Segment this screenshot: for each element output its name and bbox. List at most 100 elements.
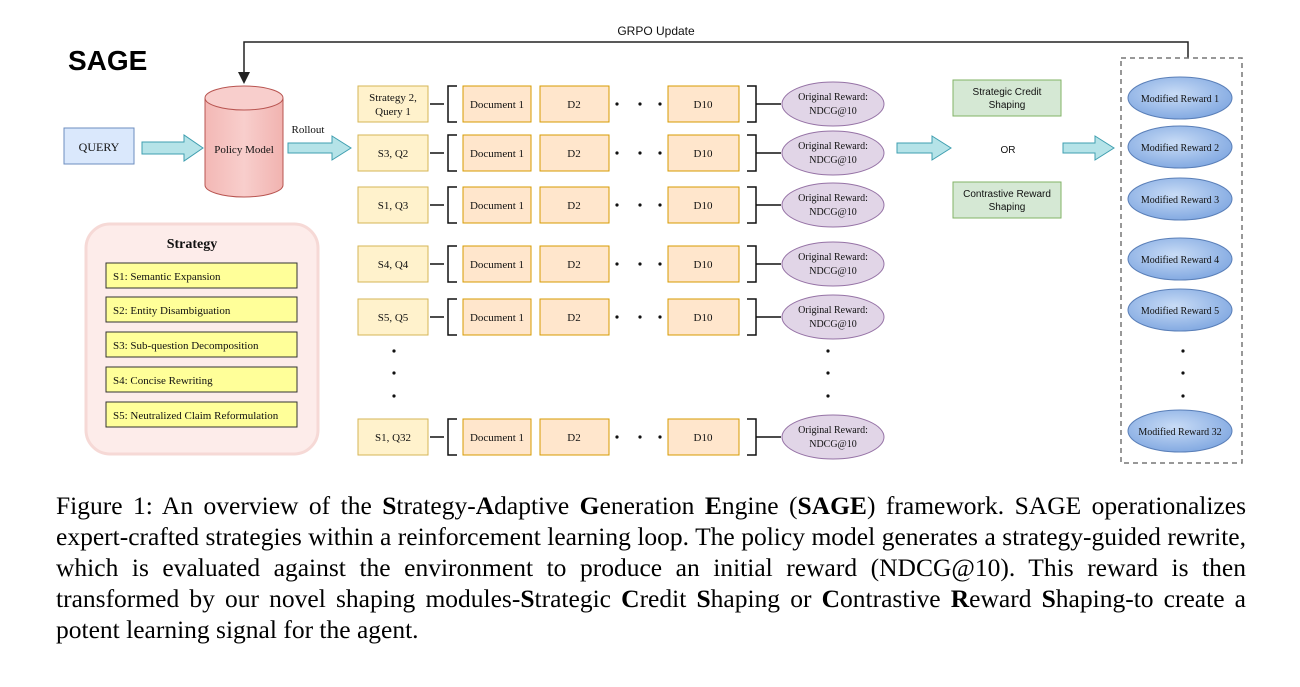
document-2-label: D2 bbox=[567, 432, 580, 444]
document-10-label: D10 bbox=[694, 200, 713, 212]
document-ellipsis-dot bbox=[658, 102, 662, 106]
caption-text-part: ontrastive bbox=[840, 584, 951, 613]
caption-text-part: eneration bbox=[599, 491, 705, 520]
caption-bold-initial: S bbox=[520, 584, 535, 613]
rollout-label-text: S4, Q4 bbox=[378, 259, 409, 271]
rollout-label-box bbox=[357, 245, 429, 283]
document-2-box bbox=[539, 186, 610, 224]
caption-text-part: eward bbox=[969, 584, 1042, 613]
rollout-row: S1, Q32 Document 1 D2 D10 Original Reward: ND… bbox=[357, 414, 885, 460]
original-reward-line2: NDCG@10 bbox=[809, 266, 857, 277]
document-2-label: D2 bbox=[567, 99, 580, 111]
original-reward-ellipse bbox=[781, 130, 885, 176]
document-2-box bbox=[539, 418, 610, 456]
strategy-item-label: S3: Sub-question Decomposition bbox=[113, 340, 259, 352]
document-ellipsis-dot bbox=[615, 151, 619, 155]
rollout-label-box bbox=[357, 186, 429, 224]
original-reward-line1: Original Reward: bbox=[798, 193, 868, 204]
document-ellipsis-dot bbox=[638, 315, 642, 319]
strategic-credit-shaping-box: Strategic Credit Shaping bbox=[952, 79, 1062, 117]
arrow-rewards-to-shaping bbox=[896, 135, 952, 161]
modified-reward-label: Modified Reward 32 bbox=[1138, 427, 1221, 438]
document-ellipsis-dot bbox=[638, 151, 642, 155]
caption-bold-initial: C bbox=[821, 584, 841, 613]
modified-reward-ellipse bbox=[1127, 125, 1233, 169]
original-reward-ellipse bbox=[781, 81, 885, 127]
original-reward-line1: Original Reward: bbox=[798, 425, 868, 436]
caption-prefix: Figure 1: An overview of the bbox=[56, 491, 383, 520]
document-10-label: D10 bbox=[694, 432, 713, 444]
modified-reward-ellipse bbox=[1127, 76, 1233, 120]
document-1-box bbox=[462, 186, 532, 224]
document-10-box bbox=[667, 418, 740, 456]
policy-model-label: Policy Model bbox=[214, 144, 274, 156]
arrow-shaping-to-modified bbox=[1062, 135, 1115, 161]
document-10-label: D10 bbox=[694, 148, 713, 160]
document-1-label: Document 1 bbox=[470, 432, 524, 444]
policy-model-cylinder: Policy Model bbox=[204, 85, 284, 198]
document-1-label: Document 1 bbox=[470, 200, 524, 212]
strategy-item-label: S2: Entity Disambiguation bbox=[113, 305, 231, 317]
strategy-item-label: S4: Concise Rewriting bbox=[113, 375, 213, 387]
document-1-label: Document 1 bbox=[470, 99, 524, 111]
query-label: QUERY bbox=[79, 140, 120, 154]
left-bracket bbox=[447, 85, 457, 123]
rollout-label-text: S5, Q5 bbox=[378, 312, 409, 324]
document-ellipsis-dot bbox=[615, 435, 619, 439]
caption-text-part: daptive bbox=[494, 491, 580, 520]
modified-reward-ellipse bbox=[1127, 409, 1233, 453]
left-bracket bbox=[447, 418, 457, 456]
document-10-label: D10 bbox=[694, 99, 713, 111]
document-10-box bbox=[667, 186, 740, 224]
document-ellipsis-dot bbox=[658, 435, 662, 439]
document-10-box bbox=[667, 245, 740, 283]
strategy-item-box bbox=[105, 401, 298, 428]
document-2-box bbox=[539, 245, 610, 283]
document-ellipsis-dot bbox=[615, 262, 619, 266]
modified-reward-label: Modified Reward 3 bbox=[1141, 195, 1219, 206]
right-bracket bbox=[747, 85, 757, 123]
sage-framework-diagram: SAGE GRPO Update QUERY Policy Model Roll… bbox=[63, 24, 1243, 464]
caption-module-1: Strategic Credit Shaping or bbox=[520, 584, 821, 613]
strategic-credit-line2: Shaping bbox=[989, 100, 1026, 111]
caption-body: ) framework. SAGE operationalizes expert… bbox=[56, 491, 1246, 613]
modified-reward-label: Modified Reward 1 bbox=[1141, 94, 1219, 105]
rollout-label-text: S1, Q32 bbox=[375, 432, 411, 444]
original-reward-line2: NDCG@10 bbox=[809, 439, 857, 450]
strategic-credit-line1: Strategic Credit bbox=[973, 87, 1042, 98]
strategy-item-label: S1: Semantic Expansion bbox=[113, 271, 221, 283]
document-10-box bbox=[667, 85, 740, 123]
document-2-label: D2 bbox=[567, 312, 580, 324]
diagram-title: SAGE bbox=[68, 45, 147, 76]
caption-acronym: SAGE bbox=[797, 491, 867, 520]
rollout-label-box bbox=[357, 418, 429, 456]
arrow-policy-to-rollouts bbox=[287, 135, 352, 161]
document-1-box bbox=[462, 418, 532, 456]
right-bracket bbox=[747, 418, 757, 456]
original-reward-line2: NDCG@10 bbox=[809, 155, 857, 166]
query-node: QUERY bbox=[63, 127, 135, 165]
rollout-label: Rollout bbox=[291, 124, 324, 136]
document-1-box bbox=[462, 245, 532, 283]
caption-text-part: trategic bbox=[534, 584, 622, 613]
document-ellipsis-dot bbox=[658, 262, 662, 266]
rollout-label-text: S1, Q3 bbox=[378, 200, 409, 212]
original-reward-line1: Original Reward: bbox=[798, 305, 868, 316]
figure-caption: Figure 1: An overview of the Strategy-Ad… bbox=[56, 490, 1246, 645]
document-1-label: Document 1 bbox=[470, 312, 524, 324]
document-ellipsis-dot bbox=[615, 203, 619, 207]
strategy-item-box bbox=[105, 262, 298, 289]
caption-bold-initial: C bbox=[621, 584, 640, 613]
document-ellipsis-dot bbox=[658, 203, 662, 207]
contrastive-reward-shaping-box: Contrastive Reward Shaping bbox=[952, 181, 1062, 219]
document-2-box bbox=[539, 134, 610, 172]
caption-text-part: haping or bbox=[710, 584, 822, 613]
